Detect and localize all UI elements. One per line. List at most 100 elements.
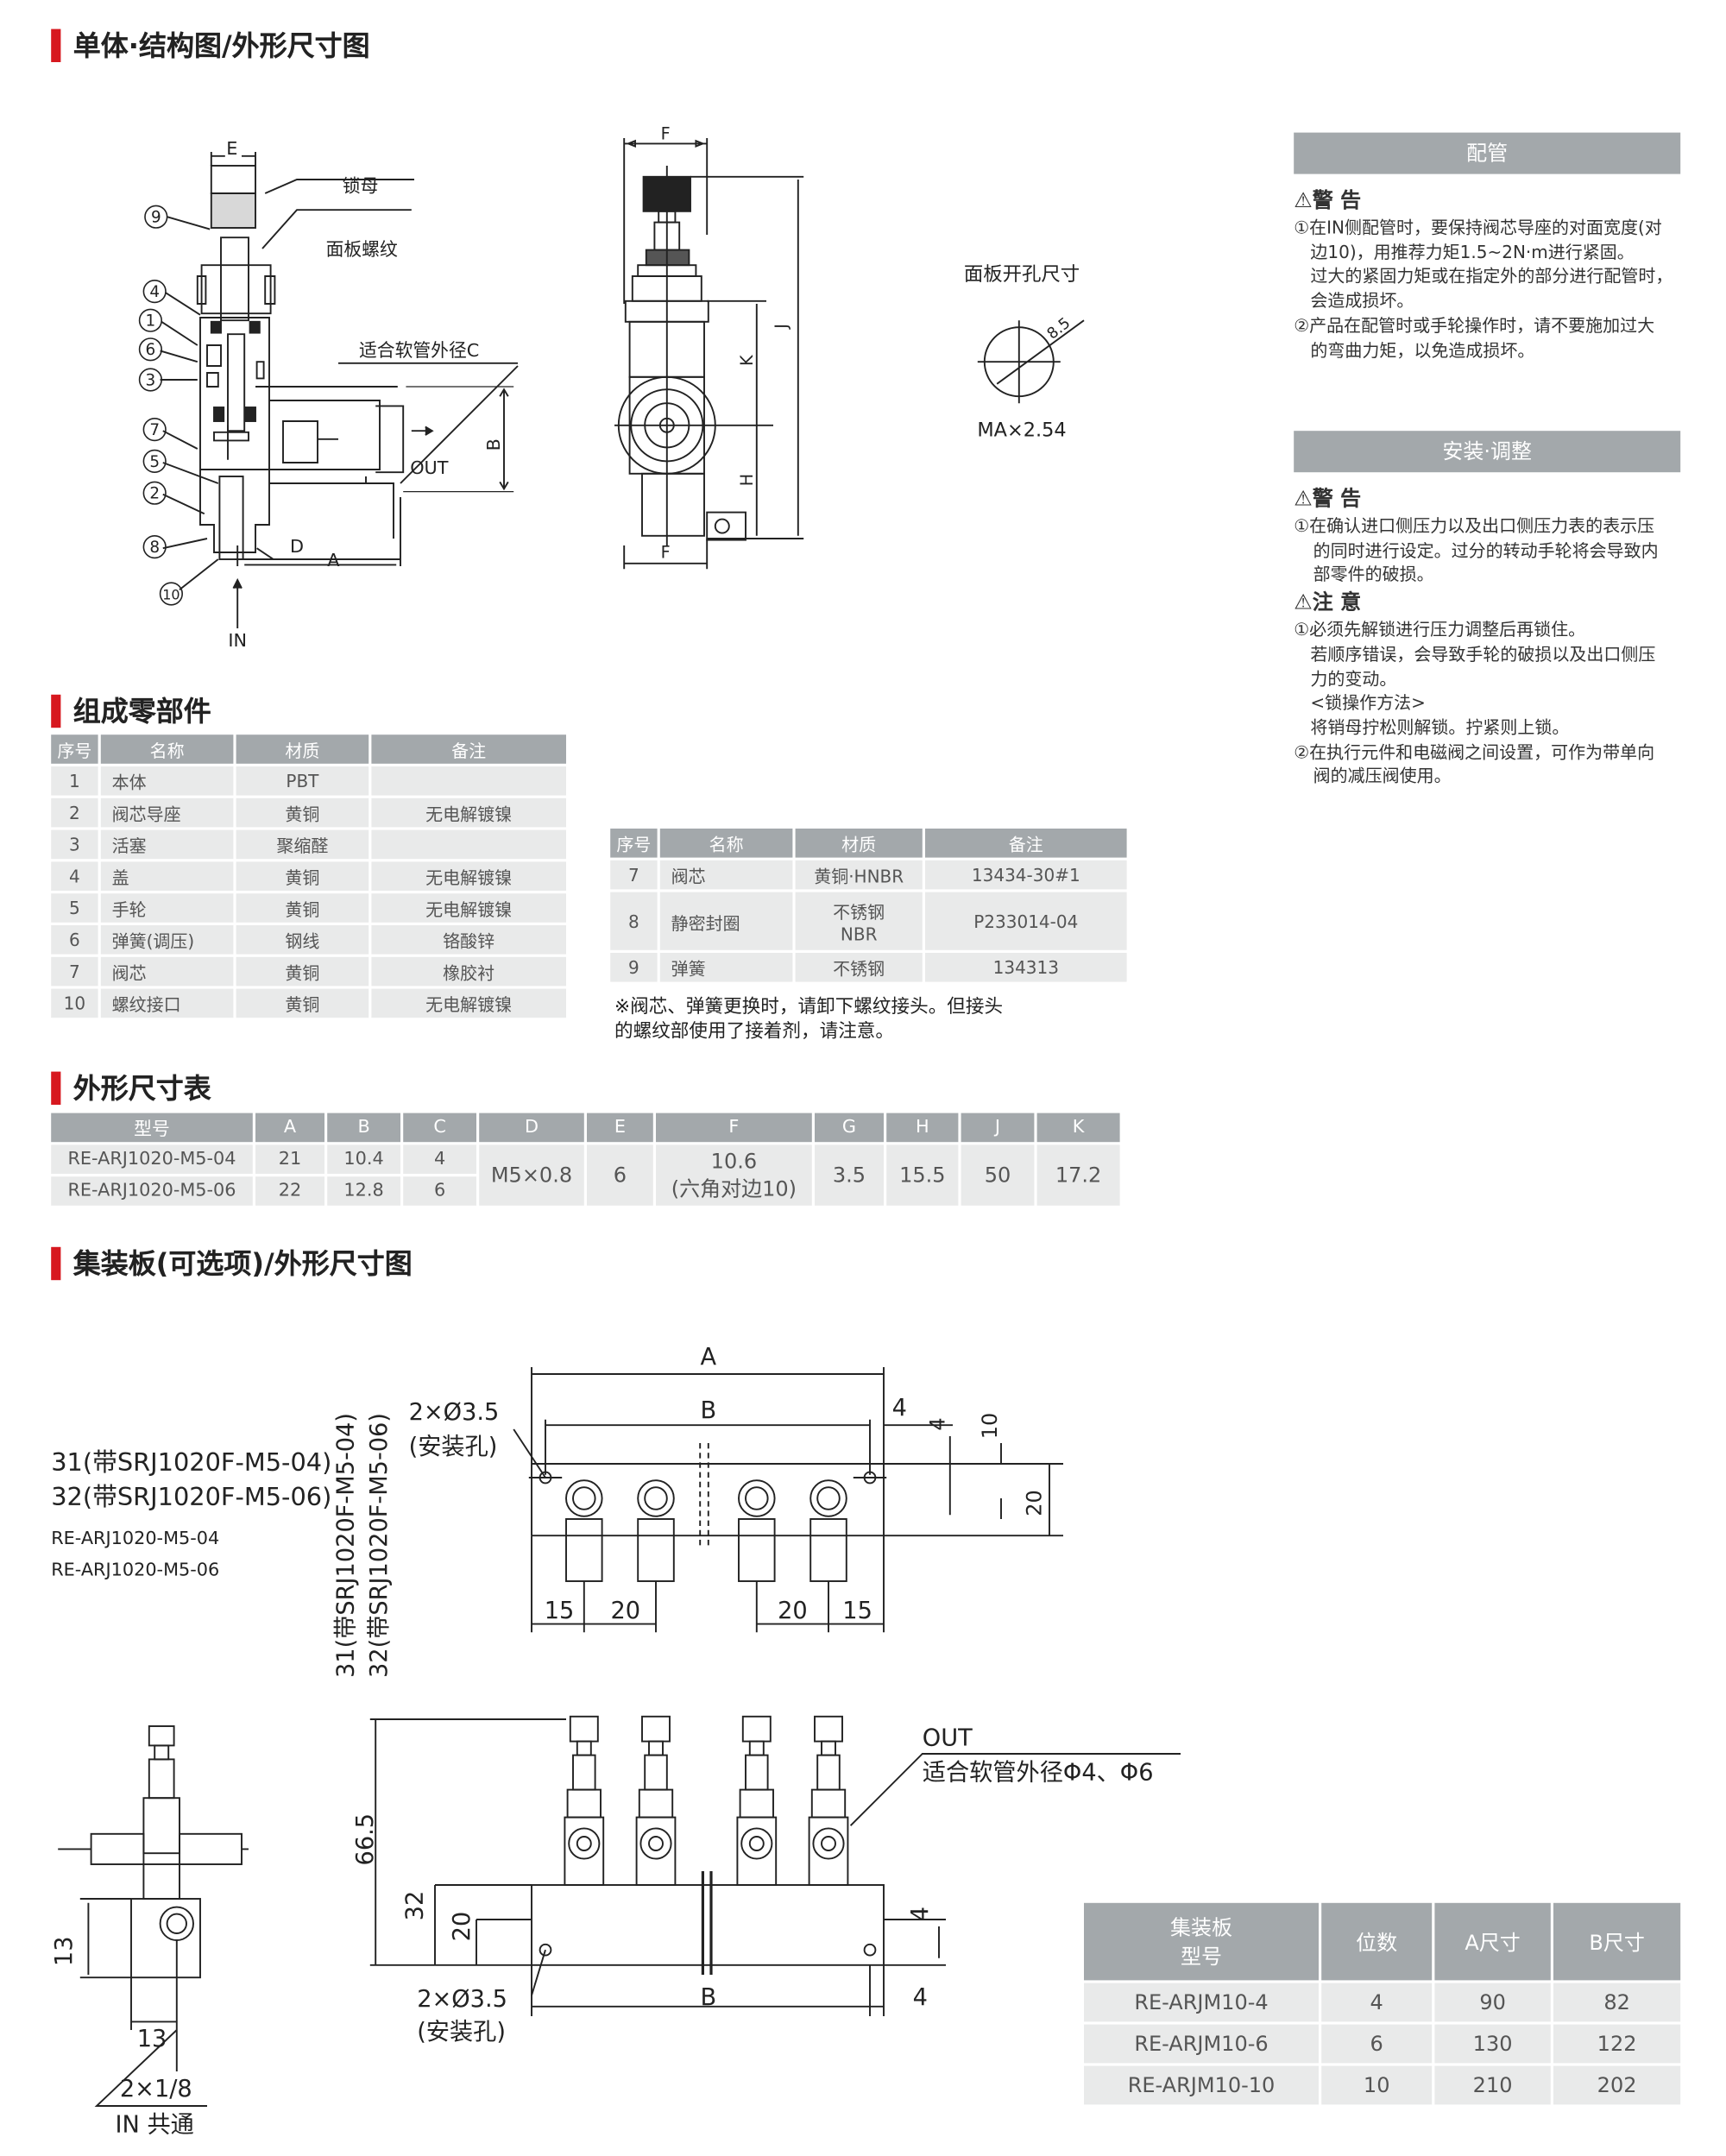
- cell: 3: [51, 829, 98, 860]
- cell: 螺纹接口: [100, 988, 234, 1018]
- cell: 不锈钢: [795, 953, 923, 982]
- manifold-dim-B-bottom: B: [700, 1984, 716, 2011]
- table-row: RE-ARJ1020-M5-06 22 12.8 6: [51, 1176, 1119, 1206]
- cell: [371, 766, 566, 796]
- col-G: G: [815, 1113, 884, 1143]
- cell: 黄铜: [236, 988, 369, 1018]
- manifold-dim-20a: 20: [610, 1598, 640, 1624]
- cell: 手轮: [100, 893, 234, 923]
- lock-method-title: <锁操作方法>: [1310, 691, 1426, 713]
- manifold-dim-A: A: [700, 1344, 716, 1371]
- mounting-holes-top: 2×Ø3.5: [409, 1399, 500, 1426]
- caution-1-cont: 若顺序错误，会导致手轮的破损以及出口侧压: [1310, 643, 1656, 665]
- caution-2-cont: 阀的减压阀使用。: [1313, 765, 1452, 786]
- material-line-1: 不锈钢: [833, 901, 885, 923]
- tube-od-label: 适合软管外径C: [359, 340, 479, 361]
- cell: 阀芯: [659, 860, 793, 890]
- cell: 202: [1553, 2065, 1681, 2105]
- cell: M5×0.8: [479, 1144, 584, 1206]
- cell: 130: [1434, 2024, 1551, 2064]
- section-heading-parts: 组成零部件: [51, 693, 211, 729]
- caution-1: ①必须先解锁进行压力调整后再锁住。: [1294, 618, 1586, 640]
- cell: P233014-04: [925, 892, 1127, 950]
- caution-2: ②在执行元件和电磁阀之间设置，可作为带单向: [1294, 741, 1655, 762]
- piping-item-2-cont: 的弯曲力矩，以免造成损坏。: [1310, 338, 1535, 360]
- cell: 黄铜: [236, 956, 369, 987]
- cell: RE-ARJM10-6: [1084, 2024, 1319, 2064]
- front-dim-J: J: [772, 324, 791, 330]
- cell: 10: [1321, 2065, 1433, 2105]
- cell: 6: [51, 925, 98, 955]
- dimension-table: 型号 A B C D E F G H J K RE-ARJ1020-M5-04 …: [48, 1110, 1123, 1208]
- material-line-2: NBR: [840, 924, 878, 945]
- col-D: D: [479, 1113, 584, 1143]
- cell: RE-ARJM10-4: [1084, 1983, 1319, 2022]
- install-warning-1: ①在确认进口侧压力以及出口侧压力表的表示压: [1294, 514, 1655, 536]
- manifold-dim-15a: 15: [545, 1598, 575, 1624]
- manifold-dim-32: 32: [402, 1891, 429, 1921]
- callout-6: 6: [146, 341, 156, 359]
- cell: 阀芯: [100, 956, 234, 987]
- piping-item-1-cont2: 过大的紧固力矩或在指定外的部分进行配管时，: [1310, 265, 1673, 287]
- cell: 22: [255, 1176, 324, 1206]
- col-name: 名称: [100, 734, 234, 764]
- cell: 聚缩醛: [236, 829, 369, 860]
- cell: 8: [610, 892, 658, 950]
- panel-thread-label: 面板螺纹: [326, 239, 398, 260]
- table-header-row: 序号 名称 材质 备注: [610, 829, 1127, 858]
- mounting-holes-top-note: (安装孔): [409, 1434, 498, 1460]
- header-line-1: 集装板: [1169, 1915, 1232, 1940]
- warning-triangle-icon: ⚠: [1294, 187, 1313, 213]
- table-header-row: 序号 名称 材质 备注: [51, 734, 566, 764]
- panel-hole-title: 面板开孔尺寸: [964, 263, 1080, 286]
- cell: 6: [1321, 2024, 1433, 2064]
- cell: 盖: [100, 861, 234, 891]
- cell: 7: [610, 860, 658, 890]
- piping-item-1-cont3: 会造成损坏。: [1310, 290, 1414, 312]
- model-31-label: 31(带SRJ1020F-M5-04): [51, 1447, 331, 1477]
- col-A: A: [255, 1113, 324, 1143]
- manifold-top-stations: [565, 1479, 847, 1582]
- cell: 6: [403, 1176, 476, 1206]
- manifold-side-view: [58, 1725, 249, 2107]
- install-caution-heading: ⚠注 意: [1294, 589, 1362, 615]
- cell: 黄铜: [236, 861, 369, 891]
- piping-item-2: ②产品在配管时或手轮操作时，请不要施加过大: [1294, 314, 1655, 336]
- panel-hole-spec: MA×2.54: [977, 419, 1066, 442]
- callout-circles: [138, 205, 184, 606]
- col-remark: 备注: [371, 734, 566, 764]
- col-remark: 备注: [925, 829, 1127, 858]
- col-H: H: [886, 1113, 959, 1143]
- col-material: 材质: [236, 734, 369, 764]
- cell: RE-ARJM10-10: [1084, 2065, 1319, 2105]
- cell: [371, 829, 566, 860]
- cell: PBT: [236, 766, 369, 796]
- col-B-size: B尺寸: [1553, 1902, 1681, 1981]
- cell: 钢线: [236, 925, 369, 955]
- cell: 10.4: [327, 1144, 400, 1174]
- header-line-2: 型号: [1180, 1944, 1222, 1970]
- piping-warnings: ⚠警 告 ①在IN侧配管时，要保持阀芯导座的对面宽度(对 边10)，用推荐力矩1…: [1294, 185, 1694, 362]
- manifold-dim-15b: 15: [842, 1598, 872, 1624]
- section-heading-dimensions: 外形尺寸表: [51, 1070, 211, 1106]
- col-C: C: [403, 1113, 476, 1143]
- cell: 黄铜·HNBR: [795, 860, 923, 890]
- table-header-row: 型号 A B C D E F G H J K: [51, 1113, 1120, 1143]
- cell: 1: [51, 766, 98, 796]
- mounting-holes-bottom: 2×Ø3.5: [417, 1986, 507, 2013]
- callout-7: 7: [149, 421, 160, 439]
- model-32-label: 32(带SRJ1020F-M5-06): [51, 1482, 331, 1511]
- cell: 无电解镀镍: [371, 988, 566, 1018]
- cell: 活塞: [100, 829, 234, 860]
- cell: 7: [51, 956, 98, 987]
- lock-nut-label: 锁母: [343, 175, 379, 196]
